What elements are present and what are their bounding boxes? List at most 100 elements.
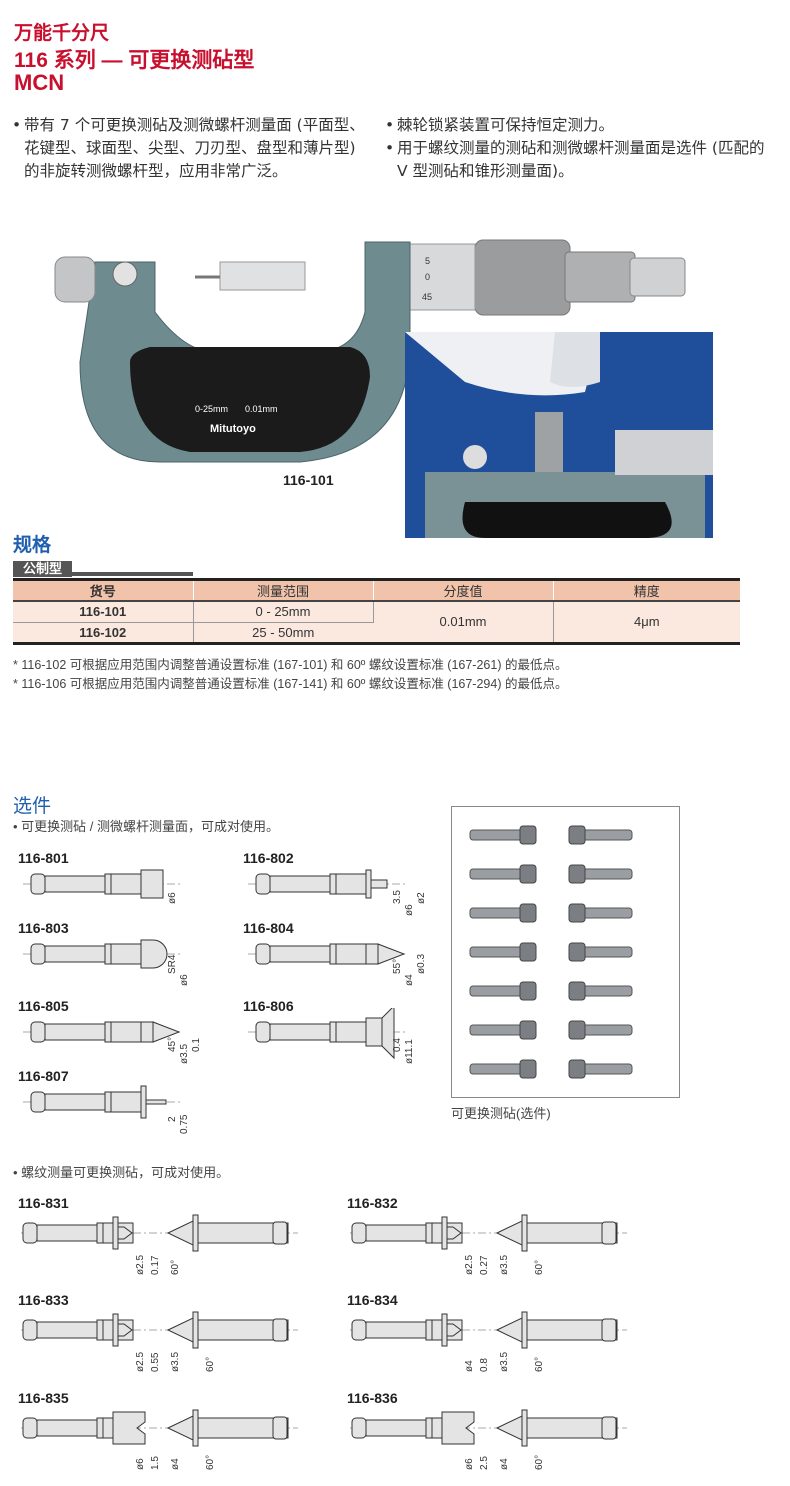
shaft [335,1021,367,1043]
col-code: 货号 [13,579,194,602]
feature-list-right: 棘轮锁紧装置可保持恒定测力。 用于螺纹测量的测砧和测微螺杆测量面是选件 (匹配的… [385,114,775,183]
cone-spindle [166,1415,194,1441]
shaft-end [30,943,46,965]
anvil-code: 116-805 [18,998,69,1014]
dimension-label: ø0.3 [416,954,427,974]
shaft [110,873,142,895]
dimension-label: ø11.1 [404,1039,415,1064]
anvil-photo-tip [568,825,586,845]
shaft [269,875,331,893]
anvil-tip [145,1099,167,1105]
v-anvil [446,1226,462,1240]
cone-spindle [166,1220,194,1246]
flange [112,1216,119,1250]
flange [521,1409,528,1447]
brand-logo: Mitutoyo [210,423,256,435]
metric-tab-label: 公制型 [13,561,73,577]
cell-code: 116-101 [13,601,194,623]
flange [192,1409,199,1447]
micrometer-image: 0-25mm 0.01mm Mitutoyo 5 0 45 [54,239,686,463]
dimension-label: ø6 [135,1458,146,1470]
table-row: 116-102 25 - 50mm [13,622,740,644]
anvil-code: 116-801 [18,850,69,866]
shaft-groove [104,873,112,895]
dimension-label: ø3.5 [179,1044,190,1064]
thread-anvil-code: 116-835 [18,1390,69,1406]
shaft-groove [96,1222,104,1244]
shaft-end [351,1222,367,1244]
anvil-photo-tip [568,942,586,962]
dimension-label: 0.4 [392,1038,403,1052]
dimension-label: 0.8 [479,1358,490,1372]
thread-anvil-code: 116-834 [347,1292,398,1308]
table-row: 116-101 0 - 25mm 0.01mm 4μm [13,601,740,644]
shaft-end [601,1221,617,1245]
dimension-label: ø2.5 [135,1255,146,1275]
title-model: MCN [14,70,65,95]
anvil-tip [370,879,388,889]
anvil-code: 116-807 [18,1068,69,1084]
shaft-end [351,1319,367,1341]
cell-range: 25 - 50mm [193,622,373,644]
dimension-label: 45° [167,1037,178,1052]
anvil-code: 116-804 [243,920,294,936]
shaft [110,943,142,965]
dimension-label: ø2.5 [464,1255,475,1275]
thread-bullet: • 螺纹测量可更换测砧，可成对使用。 [13,1165,230,1180]
table-header-row: 货号 测量范围 分度值 精度 [13,579,740,602]
shaft-groove [104,1091,112,1113]
shaft [197,1319,289,1341]
shaft-groove [104,1021,112,1043]
dimension-label: 60° [170,1260,181,1275]
dimension-label: 0.17 [150,1255,161,1275]
shaft-groove [96,1319,104,1341]
dimension-label: 3.5 [392,890,403,904]
col-graduation: 分度值 [373,579,554,602]
anvil-photo-shaft [469,907,523,919]
flange [521,1214,528,1252]
shaft [44,1023,106,1041]
shaft [526,1319,618,1341]
shaft-end [601,1416,617,1440]
product-caption: 116-101 [283,472,334,488]
shaft-end [255,1021,271,1043]
cell-accuracy: 4μm [553,601,740,644]
shaft-end [601,1318,617,1342]
v-anvil [446,1323,462,1337]
dimension-label: 60° [534,1260,545,1275]
shaft-end [255,943,271,965]
shaft [110,1021,142,1043]
thread-anvil-code: 116-831 [18,1195,69,1211]
flange [192,1214,199,1252]
anvil-photo-shaft [469,868,523,880]
shaft [44,875,106,893]
title-series: 116 系列 — 可更换测砧型 [14,49,255,72]
anvil-photo-tip [519,903,537,923]
anvil-tip [377,943,406,965]
dimension-label: ø2.5 [135,1352,146,1372]
feature-item: 棘轮锁紧装置可保持恒定测力。 [385,114,775,137]
shaft-end [30,873,46,895]
anvil-photo-shaft [469,1063,523,1075]
dimension-label: SR4 [167,954,178,974]
dimension-label: ø3.5 [170,1352,181,1372]
anvil-tip [152,1021,181,1043]
cone-spindle [495,1220,523,1246]
cone-spindle [495,1317,523,1343]
shaft-end [272,1221,288,1245]
usage-photo [405,332,713,538]
shaft [197,1417,289,1439]
anvil-photo-tip [568,1059,586,1079]
anvil-photo-tip [568,903,586,923]
shaft [335,943,367,965]
anvil-photo-shaft [469,985,523,997]
anvil-photo-tip [519,1020,537,1040]
shaft-end [255,873,271,895]
flange [192,1311,199,1349]
anvil-code: 116-806 [243,998,294,1014]
